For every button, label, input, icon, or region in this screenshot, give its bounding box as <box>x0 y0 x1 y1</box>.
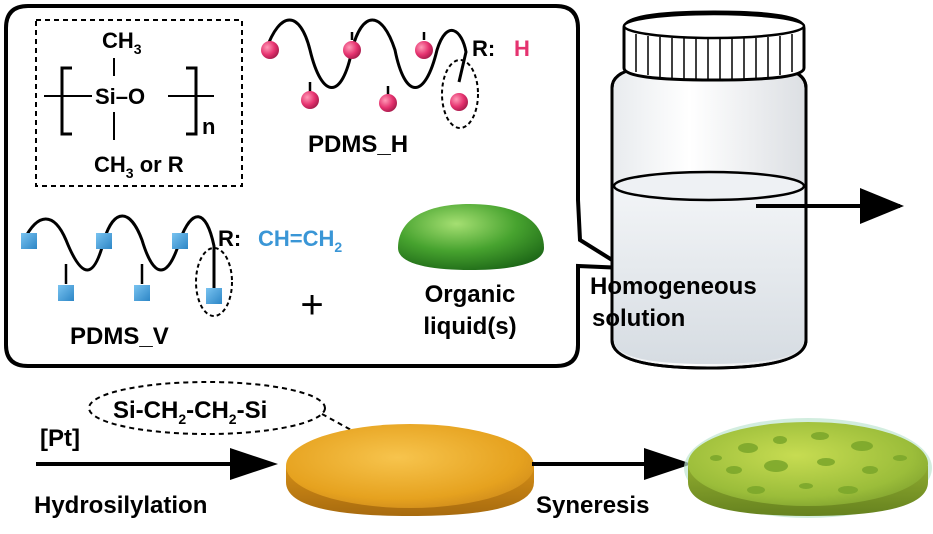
callout-box <box>3 4 633 368</box>
vinyl-group-square <box>172 233 188 249</box>
structure-top-ch3: CH3 <box>102 28 142 57</box>
h-group-dot <box>379 94 397 112</box>
pdms-h-backbone <box>264 18 468 89</box>
jar-cap-top <box>622 12 806 40</box>
organic-liquid: Organic liquid(s) <box>398 204 544 340</box>
plus-sign: + <box>300 283 323 327</box>
pdms-v-r-value: CH=CH2 <box>258 226 342 255</box>
green-disk-top <box>688 422 928 506</box>
pdms-structure: CH3 Si–O n CH3 or R <box>35 19 243 187</box>
pdms-h-name: PDMS_H <box>308 131 408 158</box>
vinyl-group-square <box>96 233 112 249</box>
jar-label-line1: Homogeneous <box>590 273 757 300</box>
vinyl-group-square <box>206 288 222 304</box>
arrow-hydrosilylation-head <box>230 448 278 480</box>
jar-label-line2: solution <box>592 305 685 332</box>
h-group-dot <box>415 41 433 59</box>
jar-liquid <box>614 178 804 364</box>
cap-ridges <box>635 34 793 80</box>
right-bracket <box>186 66 198 136</box>
pdms-h-chain: R: H PDMS_H <box>261 18 530 158</box>
h-group-dot <box>261 41 279 59</box>
arrow-syneresis-head <box>644 448 692 480</box>
bond-formula: Si-CH2-CH2-Si <box>113 397 267 427</box>
organic-label-line2: liquid(s) <box>423 313 516 340</box>
vinyl-group-square <box>134 285 150 301</box>
liquid-surface <box>612 170 806 202</box>
left-bracket <box>60 66 72 136</box>
pdms-v-name: PDMS_V <box>70 323 169 350</box>
step2-label: Syneresis <box>536 492 649 519</box>
si-o-label: Si–O <box>95 84 145 109</box>
pdms-v-chain: R: CH=CH2 PDMS_V <box>21 214 342 350</box>
organic-droplet <box>398 204 544 270</box>
pdms-v-r-prefix: R: <box>218 226 241 251</box>
green-gel-disk <box>684 418 932 518</box>
structure-dashed-box <box>35 19 243 187</box>
v-end-highlight <box>195 247 233 317</box>
pdms-v-backbone <box>22 214 216 290</box>
arrow-jar-out-head <box>860 188 904 224</box>
orange-gel-disk <box>286 424 534 516</box>
organic-label-line1: Organic <box>425 281 516 308</box>
h-group-dot <box>301 91 319 109</box>
syneresis-droplets <box>710 432 907 494</box>
h-group-dot <box>450 93 468 111</box>
pdms-h-r-prefix: R: <box>472 36 495 61</box>
bond-bubble <box>88 381 326 435</box>
solution-jar: Homogeneous solution <box>590 10 808 370</box>
structure-bottom-label: CH3 or R <box>94 152 184 181</box>
pdms-h-r-value: H <box>514 36 530 61</box>
orange-disk-top <box>286 424 534 508</box>
catalyst-label: [Pt] <box>40 425 80 452</box>
repeat-n: n <box>202 114 215 139</box>
vinyl-group-square <box>21 233 37 249</box>
vinyl-group-square <box>58 285 74 301</box>
h-end-highlight <box>441 59 479 129</box>
h-group-dot <box>343 41 361 59</box>
step1-label: Hydrosilylation <box>34 492 207 519</box>
